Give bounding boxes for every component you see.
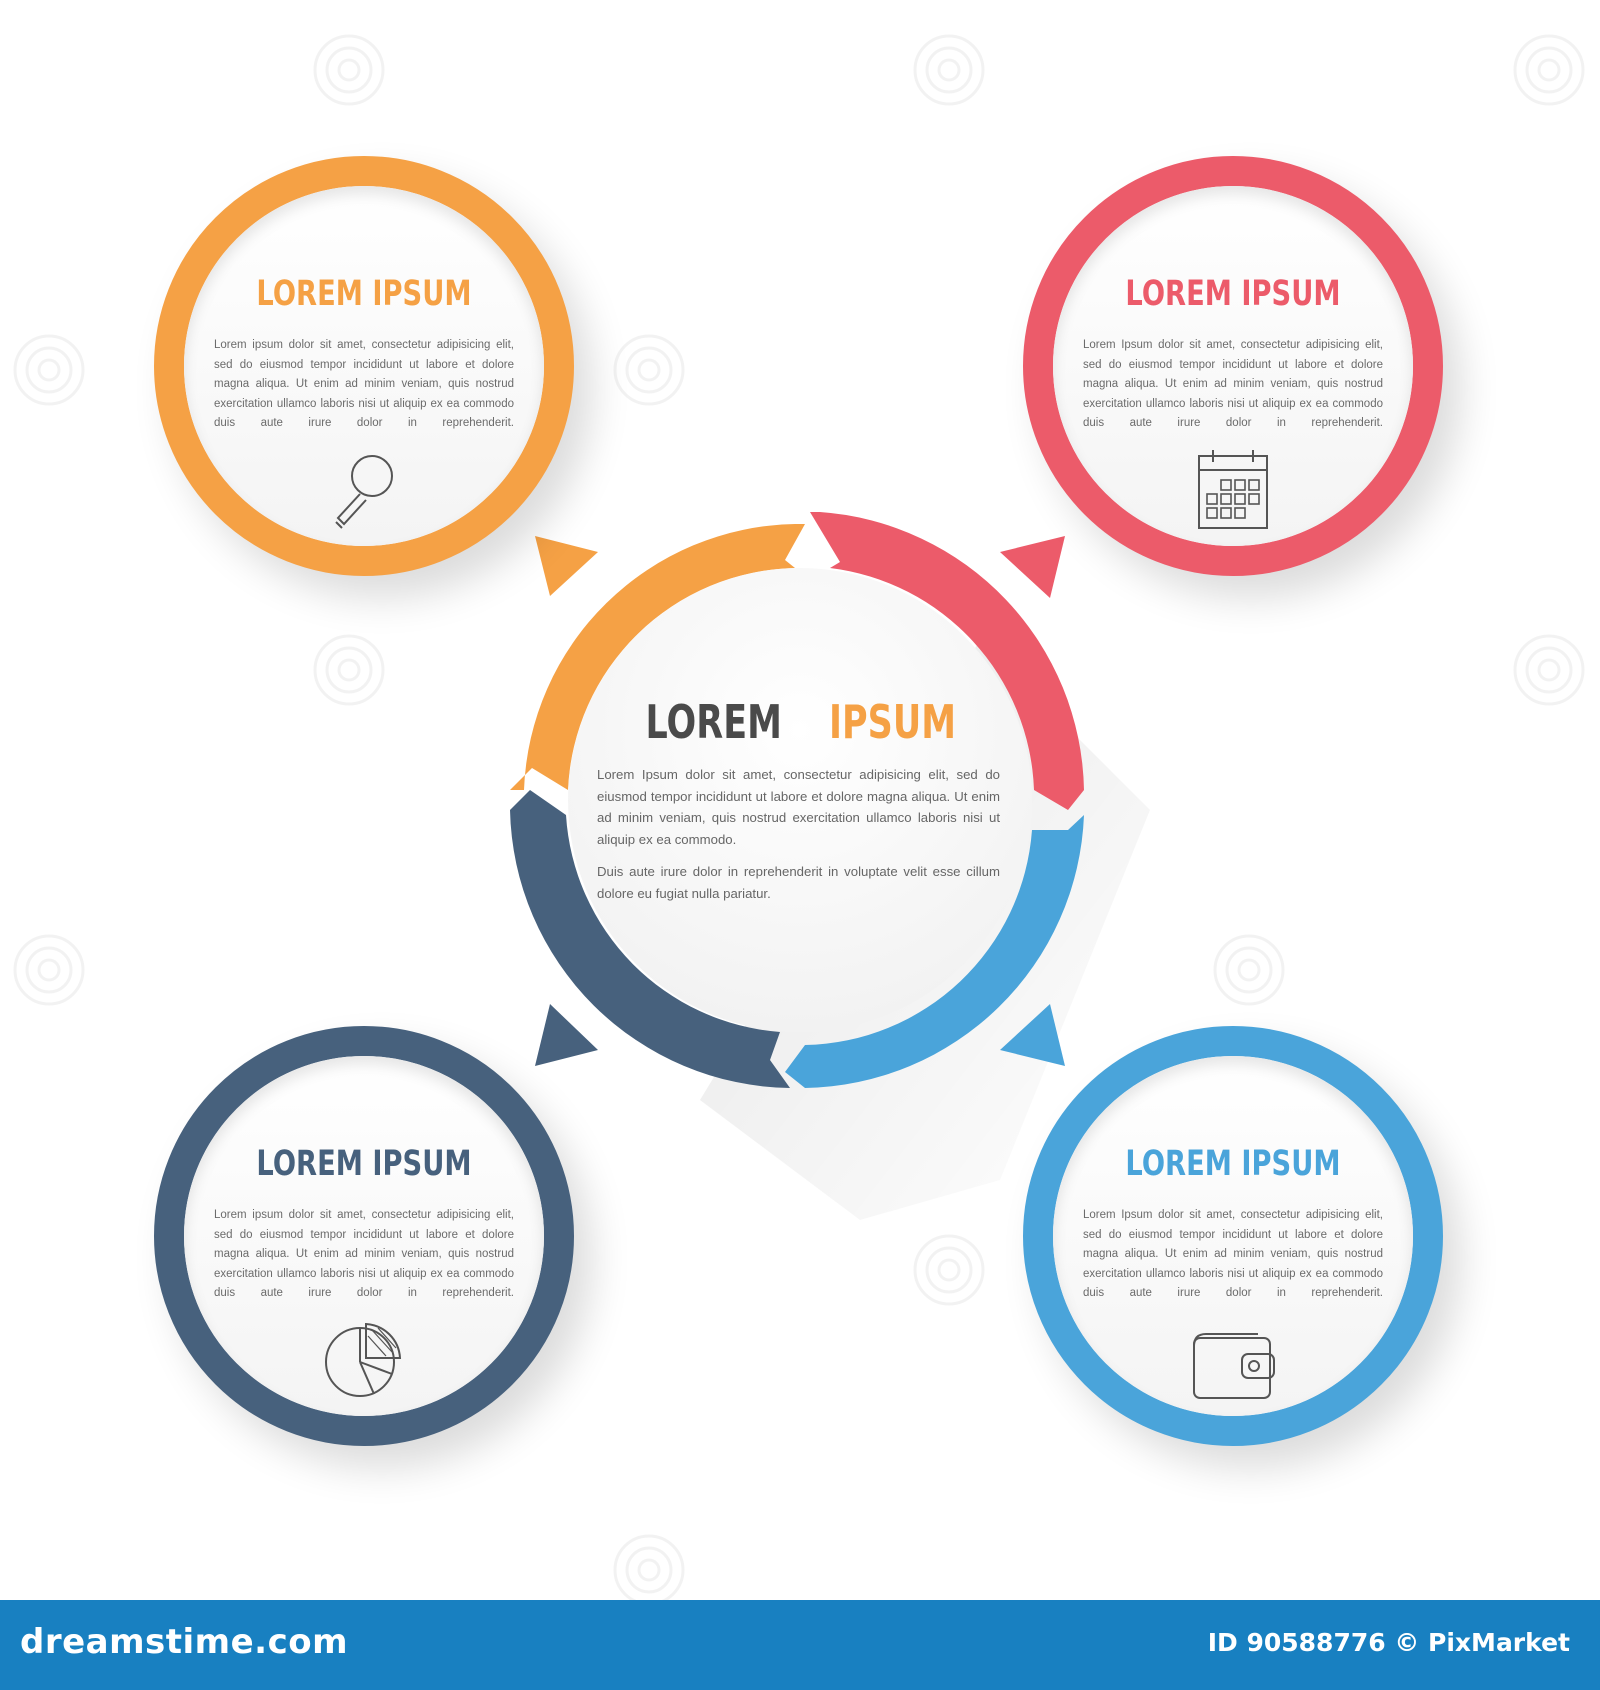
card-inner (184, 1056, 544, 1416)
card-text: Lorem ipsum dolor sit amet, consectetur … (214, 1209, 514, 1299)
footer-bar: dreamstime.com ID 90588776 © PixMarket (0, 1600, 1600, 1690)
center-disc (568, 568, 1032, 1032)
calendar-icon (1198, 450, 1268, 529)
pie-chart-icon (325, 1322, 402, 1397)
cycle-diagram (510, 512, 1150, 1220)
magnifier-icon (335, 455, 393, 529)
ring-segment-blue (785, 815, 1084, 1088)
card-top-left: LOREM IPSUM Lorem ipsum dolor sit amet, … (154, 156, 574, 576)
watermark-spiral-icon (13, 934, 85, 1006)
footer-image-id: ID 90588776 © PixMarket (1207, 1628, 1570, 1657)
card-title: LOREM IPSUM (1125, 1144, 1341, 1184)
card-bottom-left: LOREM IPSUM Lorem ipsum dolor sit amet, … (154, 1026, 574, 1446)
connector-arrow-navy (535, 1004, 598, 1066)
footer-brand[interactable]: dreamstime.com (20, 1622, 349, 1662)
card-inner (184, 186, 544, 546)
connector-arrow-red (1000, 536, 1065, 598)
infographic-stage: LOREM IPSUM Lorem Ipsum dolor sit amet, c… (13, 34, 1585, 1606)
ring-segment-red (810, 512, 1084, 810)
watermark-spiral-icon (1513, 634, 1585, 706)
ring-segment-orange (510, 524, 805, 790)
watermark-spiral-icon (1513, 34, 1585, 106)
watermark-spiral-icon (613, 334, 685, 406)
wallet-icon (1193, 1333, 1275, 1399)
card-title: LOREM IPSUM (256, 1144, 472, 1184)
center-title-word2: IPSUM (829, 695, 957, 749)
center-body: Lorem Ipsum dolor sit amet, consectetur … (597, 764, 1000, 914)
ring-segment-navy (510, 790, 790, 1088)
connector-arrow-blue (1000, 1004, 1065, 1066)
center-paragraph-1: Lorem Ipsum dolor sit amet, consectetur … (597, 767, 1000, 848)
watermark-spiral-icon (1213, 934, 1285, 1006)
watermark-spiral-icon (913, 34, 985, 106)
card-text: Lorem ipsum dolor sit amet, consectetur … (214, 339, 514, 429)
card-bottom-right: LOREM IPSUM Lorem Ipsum dolor sit amet, … (1023, 1026, 1443, 1446)
center-title: LOREM IPSUM (600, 695, 1000, 749)
watermark-spiral-icon (313, 34, 385, 106)
watermark-spiral-icon (313, 634, 385, 706)
card-inner (1053, 186, 1413, 546)
card-text: Lorem Ipsum dolor sit amet, consectetur … (1083, 339, 1383, 429)
center-paragraph-2: Duis aute irure dolor in reprehenderit i… (597, 863, 1000, 901)
watermark-spiral-icon (13, 334, 85, 406)
card-text: Lorem Ipsum dolor sit amet, consectetur … (1083, 1209, 1383, 1299)
card-top-right: LOREM IPSUM Lorem Ipsum dolor sit amet, … (1023, 156, 1443, 576)
card-inner (1053, 1056, 1413, 1416)
card-title: LOREM IPSUM (1125, 274, 1341, 314)
watermark-spiral-icon (913, 1234, 985, 1306)
card-title: LOREM IPSUM (256, 274, 472, 314)
center-title-word1: LOREM (645, 695, 782, 749)
connector-arrow-orange (535, 536, 598, 596)
